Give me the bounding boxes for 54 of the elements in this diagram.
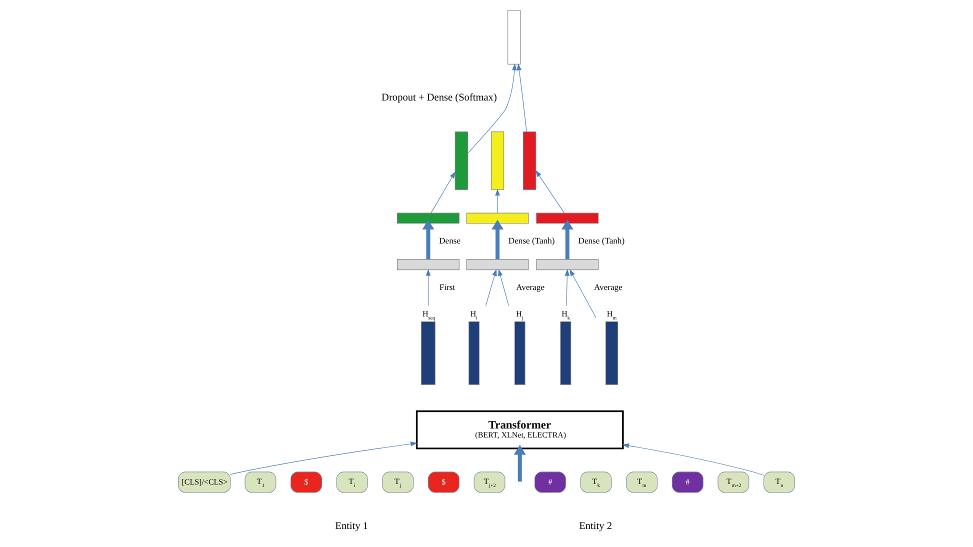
node-box: T$_{k}$ (580, 472, 612, 493)
edge-label: Dense (Tanh) (578, 236, 625, 246)
node-bar (508, 10, 521, 64)
arrow (516, 63, 527, 132)
edge-label: Average (516, 282, 545, 292)
label: Entity 2 (579, 520, 612, 532)
node-label: H$_{k}$ (562, 310, 570, 322)
label: Entity 1 (335, 520, 368, 532)
arrow (422, 220, 434, 260)
node-box: Transformer (BERT, XLNet, ELECTRA) (416, 410, 624, 450)
node-box: T$_{j+2}$ (474, 472, 506, 493)
node-box: T$_{i}$ (336, 472, 368, 493)
node-box: T$_{n}$ (764, 472, 795, 493)
node-box: # (534, 472, 566, 493)
label: Dropout + Dense (Softmax) (382, 92, 497, 104)
node-box: $ (290, 472, 322, 493)
arrow (468, 63, 517, 154)
node-bar (490, 132, 504, 190)
node-box: $ (428, 472, 460, 493)
node-bar (536, 259, 599, 270)
node-label: H$_{seq}$ (422, 310, 436, 322)
edge-label: Dense (439, 236, 461, 246)
node-label: H$_{i}$ (470, 310, 478, 322)
arrow (569, 269, 596, 318)
node-box: T$_{m+2}$ (718, 472, 750, 493)
arrow (564, 268, 570, 306)
arrow (514, 444, 526, 482)
arrow (230, 442, 418, 475)
node-bar (397, 259, 460, 270)
node-label: H$_{j}$ (516, 310, 524, 322)
arrow (430, 171, 456, 214)
node-bar (536, 212, 599, 224)
node-bar (523, 132, 536, 190)
node-bar (466, 259, 529, 270)
arrow (495, 188, 500, 214)
node-bar (466, 212, 529, 224)
arrow (498, 268, 509, 306)
node-label: H$_{m}$ (606, 310, 617, 322)
arrow (622, 443, 764, 476)
node-box: T$_{j}$ (382, 472, 414, 493)
node-box: # (672, 472, 704, 493)
edge-label: Average (594, 282, 622, 292)
arrow (426, 268, 431, 306)
edge-label: Dense (Tanh) (508, 236, 555, 246)
arrow (561, 220, 574, 260)
arrow (535, 170, 565, 214)
node-bar (397, 212, 460, 224)
edge-label: First (439, 282, 456, 292)
node-bar (454, 132, 468, 190)
node-box: [CLS]/<CLS> (178, 472, 231, 493)
node-box: T$_{1}$ (244, 472, 276, 493)
node-box: T$_{m}$ (626, 472, 658, 493)
arrow (491, 220, 504, 260)
arrow (486, 268, 497, 306)
